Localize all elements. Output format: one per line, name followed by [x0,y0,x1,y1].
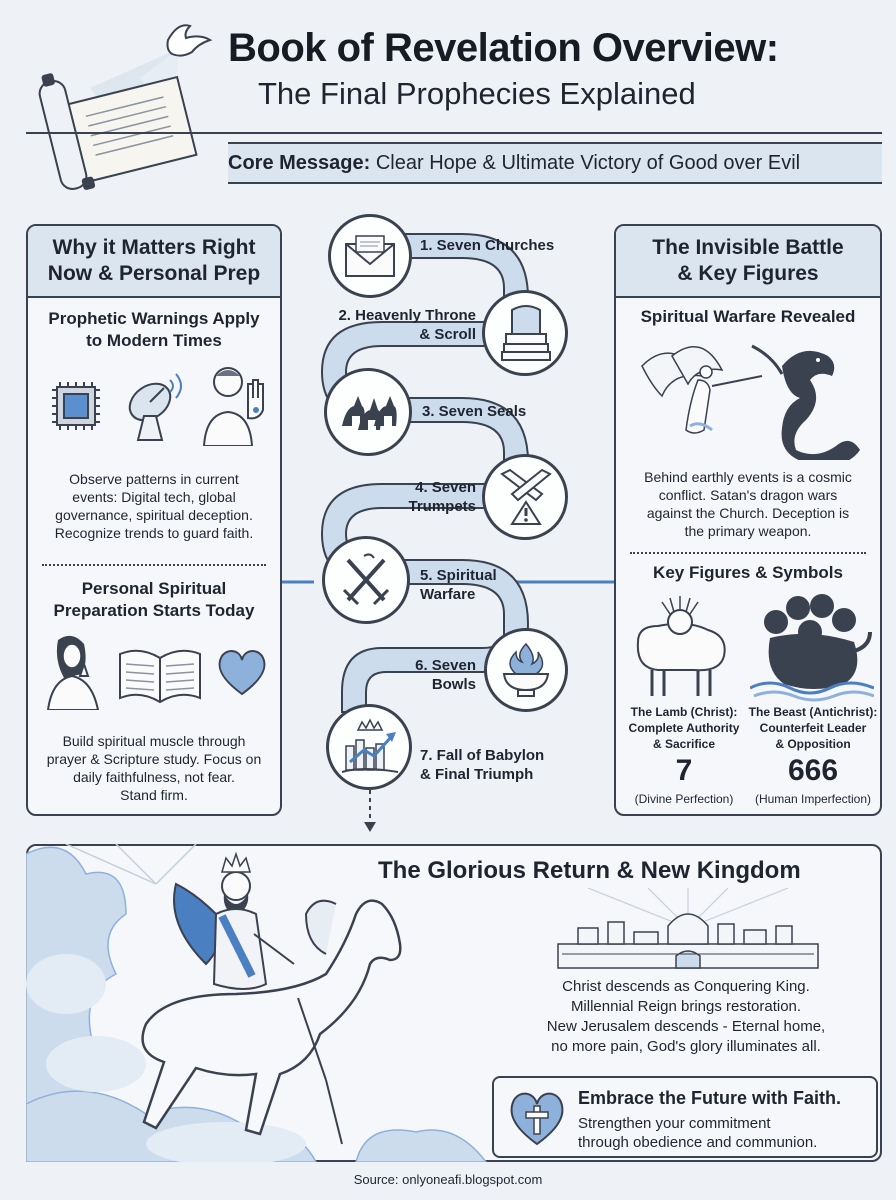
spiritual-warfare-text: Behind earthly events is a cosmic confli… [644,469,852,539]
divine-perfection-caption: (Divine Perfection) [634,792,734,806]
step-7-babylon-circle [326,704,412,790]
embrace-title: Embrace the Future with Faith. [578,1088,842,1108]
header-rule [26,132,882,134]
left-panel-header: Why it Matters Right Now & Personal Prep [28,226,280,298]
page-subtitle: The Final Prophecies Explained [258,76,696,111]
step-3-label: 3. Seven Seals [422,403,527,420]
person-hand-icon [202,367,264,446]
left-panel: Why it Matters Right Now & Personal Prep… [26,224,282,816]
core-message-banner: Core Message: Clear Hope & Ultimate Vict… [228,142,882,184]
chip-icon [52,382,100,430]
step-4-trumpets-circle [482,454,568,540]
core-message-label: Core Message: [228,152,371,174]
heart-cross-icon [510,1092,564,1146]
christ-on-white-horse-illustration [26,844,487,1162]
heart-icon [218,650,266,696]
angel-vs-dragon-illustration [641,344,860,460]
spiritual-warfare-heading: Spiritual Warfare Revealed [640,307,856,326]
embrace-body: Strengthen your commitment through obedi… [578,1115,818,1151]
right-panel-header: The Invisible Battle & Key Figures [616,226,880,298]
praying-woman-icon [46,635,100,710]
return-description: Christ descends as Conquering King. Mill… [546,978,826,1055]
left-divider [42,564,266,566]
human-imperfection-caption: (Human Imperfection) [754,792,872,806]
falling-city-icon [341,718,399,773]
beast-icon [750,594,874,702]
step-6-label: 6. Seven Bowls [415,657,476,693]
key-figures-heading: Key Figures & Symbols [653,563,843,582]
prophetic-warnings-heading: Prophetic Warnings Apply to Modern Times [48,309,260,350]
page-title: Book of Revelation Overview: [228,26,779,70]
source-credit: Source: onlyoneafi.blogspot.com [353,1172,543,1187]
embrace-faith-box: Embrace the Future with Faith. Strengthe… [492,1076,878,1158]
step-2-label: 2. Heavenly Throne & Scroll [338,307,476,343]
step-1-label: 1. Seven Churches [420,237,555,254]
step-5-label: 5. Spiritual Warfare [420,567,497,603]
step-2-throne-circle [482,290,568,376]
step-7-label: 7. Fall of Babylon & Final Triumph [420,747,545,783]
scroll-dove-illustration [38,24,213,190]
core-message-text: Clear Hope & Ultimate Victory of Good ov… [370,152,801,174]
personal-preparation-text: Build spiritual muscle through prayer & … [46,733,262,803]
new-jerusalem-skyline [557,888,819,969]
horsemen-icon [342,396,397,430]
trumpet-icon [500,468,552,525]
open-bible-icon [119,649,201,704]
personal-preparation-heading: Personal Spiritual Preparation Starts To… [53,579,255,620]
throne-icon [501,305,551,361]
right-divider [630,552,866,554]
return-title: The Glorious Return & New Kingdom [378,857,801,884]
satellite-dish-icon [128,373,182,441]
number-seven: 7 [675,754,693,787]
beast-caption: The Beast (Antichrist): Counterfeit Lead… [748,705,878,751]
envelope-icon [345,235,395,277]
number-666: 666 [787,754,839,787]
step-4-label: 4. Seven Trumpets [408,479,476,515]
crossed-swords-icon [342,553,390,606]
fire-bowl-icon [502,642,550,697]
lamb-icon [636,596,726,696]
right-panel: The Invisible Battle & Key Figures Spiri… [614,224,882,816]
lamb-caption: The Lamb (Christ): Complete Authority & … [628,705,740,751]
prophetic-warnings-text: Observe patterns in current events: Digi… [54,471,254,541]
